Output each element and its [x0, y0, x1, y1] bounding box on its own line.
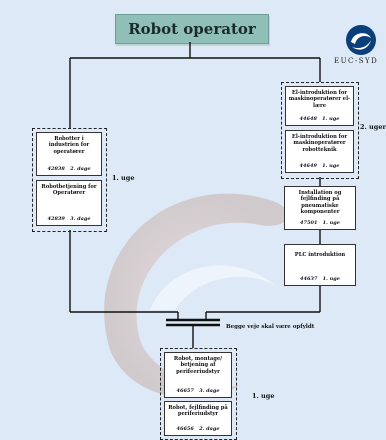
course-title: Robot, montage/ betjening af perifeeriud… [173, 356, 223, 375]
merge-note: Begge veje skal være opfyldt [226, 324, 315, 330]
course-title: El-introduktion for maskinoperatører rob… [291, 134, 348, 153]
course-code-duration: 44649 1. uge [299, 162, 340, 169]
right-group-duration-label: 2. uger [360, 123, 386, 131]
course-title: Robotter i industrien for operatører [48, 136, 90, 155]
course-box-el-intro-robotteknik: El-introduktion for maskinoperatører rob… [285, 130, 354, 173]
course-code-duration: 42839 3. dage [47, 215, 91, 222]
course-title: PLC introduktion [294, 252, 346, 258]
course-code-duration: 46656 2. dage [176, 425, 220, 432]
course-box-plc-introduktion: PLC introduktion 44637 1. uge [284, 244, 356, 286]
header-title: Robot operator [128, 20, 256, 38]
course-title: Robot, fejlfinding på periferiudstyr [168, 405, 228, 418]
course-code-duration: 44637 1. uge [300, 275, 340, 282]
left-course-group [32, 128, 107, 232]
course-title: El-introduktion for maskinoperatører el-… [288, 90, 351, 109]
course-box-robotbetjening: Robotbetjening for Operatører 42839 3. d… [36, 180, 102, 226]
course-code-duration: 46657 3. dage [176, 387, 220, 394]
course-box-robotter-i-industrien: Robotter i industrien for operatører 428… [36, 132, 102, 176]
right-course-group [281, 82, 359, 179]
euc-syd-logo-icon [346, 25, 376, 55]
course-code-duration: 47501 1. uge [300, 219, 340, 226]
course-title: Installation og fejlfinding på pneumatis… [298, 190, 342, 216]
logo-text: EUC-SYD [334, 57, 379, 65]
course-title: Robotbetjening for Operatører [41, 184, 97, 197]
course-code-duration: 42838 2. dage [47, 165, 91, 172]
course-box-robot-montage: Robot, montage/ betjening af perifeeriud… [164, 352, 232, 398]
course-box-installation-pneumatiske: Installation og fejlfinding på pneumatis… [284, 186, 356, 230]
header-bar: Robot operator [115, 14, 269, 44]
course-code-duration: 44648 1. uge [299, 115, 340, 122]
course-box-robot-fejlfinding: Robot, fejlfinding på periferiudstyr 466… [164, 401, 232, 436]
course-box-el-intro-el-laere: El-introduktion for maskinoperatører el-… [285, 86, 354, 126]
left-group-duration-label: 1. uge [112, 174, 135, 182]
bottom-group-duration-label: 1. uge [252, 392, 275, 400]
